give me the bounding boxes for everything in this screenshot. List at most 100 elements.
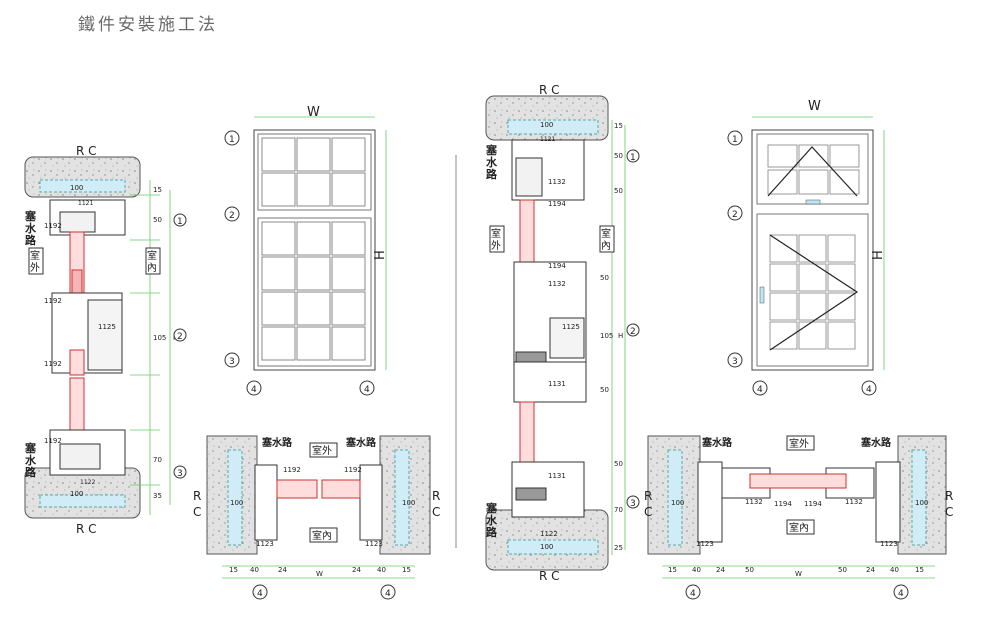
plan2-24-a: 24 xyxy=(716,566,725,574)
dim-h-elev1: H xyxy=(373,250,388,260)
plan2-40-b: 40 xyxy=(890,566,899,574)
mid-drain-v1: 塞 xyxy=(485,143,498,157)
dim-70-a: 70 xyxy=(153,456,162,464)
drain-v3-b: 路 xyxy=(25,465,37,479)
mid-50-d: 50 xyxy=(600,386,609,394)
mid-105: 105 xyxy=(600,332,613,340)
plan1-1192-b: 1192 xyxy=(344,466,362,474)
middle-vertical-section: R C R C 100 100 1121 1132 1194 1194 1132… xyxy=(485,83,640,583)
plan2-1132-b: 1132 xyxy=(845,498,863,506)
part-1122: 1122 xyxy=(80,479,95,486)
part-1192-c: 1192 xyxy=(44,360,62,368)
mid-drain-v3-b: 路 xyxy=(486,525,498,539)
plan1-1123-b: 1123 xyxy=(365,540,383,548)
mid-50-c: 50 xyxy=(600,274,609,282)
plan1-1192-a: 1192 xyxy=(283,466,301,474)
plan1-24-a: 24 xyxy=(278,566,287,574)
plan1-c-right: C xyxy=(432,505,440,519)
inside-v1: 室 xyxy=(147,249,157,262)
marker-1-d: 1 xyxy=(732,135,738,145)
plan2-1132-a: 1132 xyxy=(745,498,763,506)
mid-rc-bottom: R C xyxy=(539,569,560,583)
plan2-drain-left: 塞水路 xyxy=(702,436,733,449)
part-1192-b: 1192 xyxy=(44,297,62,305)
mid-1131-b: 1131 xyxy=(548,472,566,480)
plan2-24-b: 24 xyxy=(866,566,875,574)
plan2-15-b: 15 xyxy=(915,566,924,574)
plan2-100-left: 100 xyxy=(671,499,684,507)
marker-4-a: 4 xyxy=(251,385,257,395)
mid-1125: 1125 xyxy=(562,323,580,331)
plan1-inside: 室內 xyxy=(312,529,332,542)
mid-outside-v2: 外 xyxy=(491,240,501,252)
marker-4-e: 4 xyxy=(757,385,763,395)
marker-1-c: 1 xyxy=(630,153,636,163)
plan1-w: W xyxy=(316,570,323,578)
marker-2-c: 2 xyxy=(630,327,636,337)
dim-w-elev1: W xyxy=(307,105,320,120)
marker-3-b: 3 xyxy=(229,357,235,367)
part-1192-d: 1192 xyxy=(44,437,62,445)
plan1-40-a: 40 xyxy=(250,566,259,574)
elevation-casement-window: W H 1 2 3 4 4 xyxy=(727,99,886,396)
plan2-r-left: R xyxy=(644,489,652,503)
plan2-w: W xyxy=(795,570,802,578)
part-1121: 1121 xyxy=(78,200,93,207)
mid-h: H xyxy=(618,332,623,340)
plan2-1194-a: 1194 xyxy=(774,500,792,508)
mid-25: 25 xyxy=(614,544,623,552)
marker-3-c: 3 xyxy=(630,499,636,509)
marker-4-h: 4 xyxy=(898,589,904,599)
dim-100-bottom: 100 xyxy=(70,490,83,498)
dim-35-a: 35 xyxy=(153,492,162,500)
dim-w-elev2: W xyxy=(808,99,821,114)
mid-100-top: 100 xyxy=(540,121,553,129)
dim-100-top: 100 xyxy=(70,184,83,192)
mid-1194-b: 1194 xyxy=(548,262,566,270)
dim-105-a: 105 xyxy=(153,334,166,342)
plan1-drain-right: 塞水路 xyxy=(346,436,377,449)
left-vertical-section: R C R C 100 100 1121 1192 1192 1192 1192… xyxy=(24,144,187,536)
marker-2-b: 2 xyxy=(229,211,235,221)
dim-h-elev2: H xyxy=(871,250,886,260)
mid-rc-top: R C xyxy=(539,83,560,97)
marker-4-g: 4 xyxy=(690,589,696,599)
drain-v2: 水 xyxy=(25,221,37,235)
mid-inside-v2: 內 xyxy=(601,240,611,252)
plan2-100-right: 100 xyxy=(915,499,928,507)
plan1-15-a: 15 xyxy=(229,566,238,574)
mid-drain-v1-b: 塞 xyxy=(485,501,498,515)
elevation-grid-window: W H 1 2 3 4 4 xyxy=(224,105,388,396)
inside-v2: 內 xyxy=(147,262,157,274)
plan2-1194-b: 1194 xyxy=(804,500,822,508)
plan2-c-right: C xyxy=(945,505,953,519)
mid-70: 70 xyxy=(614,506,623,514)
mid-1131-a: 1131 xyxy=(548,380,566,388)
marker-3-d: 3 xyxy=(732,357,738,367)
mid-50-a: 50 xyxy=(614,152,623,160)
plan2-c-left: C xyxy=(644,505,652,519)
plan1-24-b: 24 xyxy=(352,566,361,574)
plan2-1123-b: 1123 xyxy=(880,540,898,548)
mid-1132-b: 1132 xyxy=(548,280,566,288)
mid-50-e: 50 xyxy=(614,460,623,468)
plan2-15-a: 15 xyxy=(668,566,677,574)
mid-drain-v3: 路 xyxy=(486,167,498,181)
dim-15-a: 15 xyxy=(153,186,162,194)
plan2-50-a: 50 xyxy=(745,566,754,574)
plan2-drain-right: 塞水路 xyxy=(861,436,892,449)
label-rc-top: R C xyxy=(76,144,97,158)
plan1-outside: 室外 xyxy=(312,444,332,457)
plan-section-fixed: 塞水路 塞水路 室外 室內 1192 1192 1123 1123 R C R … xyxy=(193,435,440,600)
plan1-c-left: C xyxy=(193,505,201,519)
mid-inside-v1: 室 xyxy=(601,227,611,240)
plan2-50-b: 50 xyxy=(838,566,847,574)
plan1-15-b: 15 xyxy=(402,566,411,574)
outside-v1: 室 xyxy=(30,249,40,262)
dim-50-a: 50 xyxy=(153,216,162,224)
plan2-inside: 室內 xyxy=(789,521,809,534)
mid-1194-a: 1194 xyxy=(548,200,566,208)
marker-4-f: 4 xyxy=(866,385,872,395)
plan2-r-right: R xyxy=(945,489,953,503)
